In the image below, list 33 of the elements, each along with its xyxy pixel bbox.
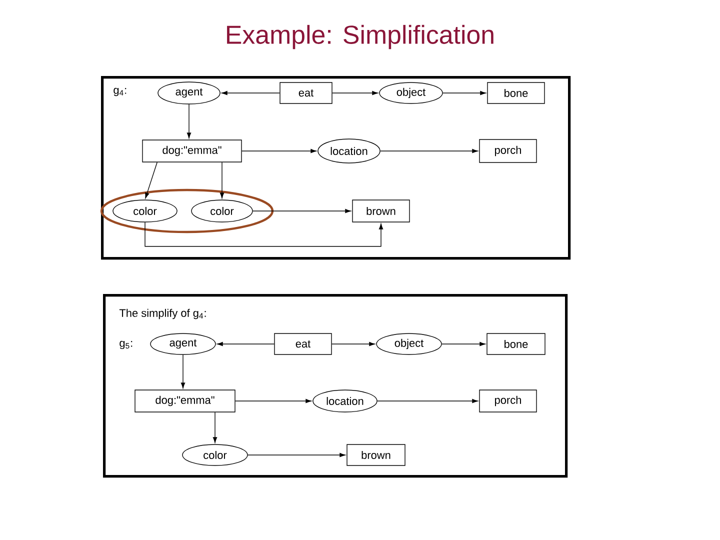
arrow [380,148,478,154]
arrow [332,342,375,346]
arrow [145,162,158,198]
arrow [186,104,192,138]
arrow [332,90,378,96]
arrow [242,148,316,154]
arrow [180,354,186,388]
arrow [235,398,312,404]
arrow [144,222,384,247]
graph-label: g$_{4}$: [114,88,126,96]
concept-box: dog:"emma" [142,140,242,162]
concept-box: dog:"emma" [134,390,236,412]
panel-heading: The simplify of g$_{4}$: [119,308,206,320]
arrow [377,398,478,404]
concept-box: brown [346,444,406,466]
arrow [222,90,280,96]
concept-box: porch [479,390,537,412]
graph-label: g$_{5}$: [120,340,132,350]
arrow [442,90,486,96]
arrow [217,342,274,346]
arrow [220,162,224,198]
concept-box: brown [352,200,410,222]
concept-box: eat [274,333,332,355]
arrow [442,342,486,346]
concept-box: bone [486,333,546,355]
highlight-ellipse [100,188,274,234]
arrow [252,208,351,214]
arrow [212,412,218,443]
concept-box: porch [479,139,537,163]
arrow [248,452,346,458]
concept-box: bone [487,82,545,104]
title: Example: Simplification [227,24,494,50]
concept-box: eat [280,82,332,104]
